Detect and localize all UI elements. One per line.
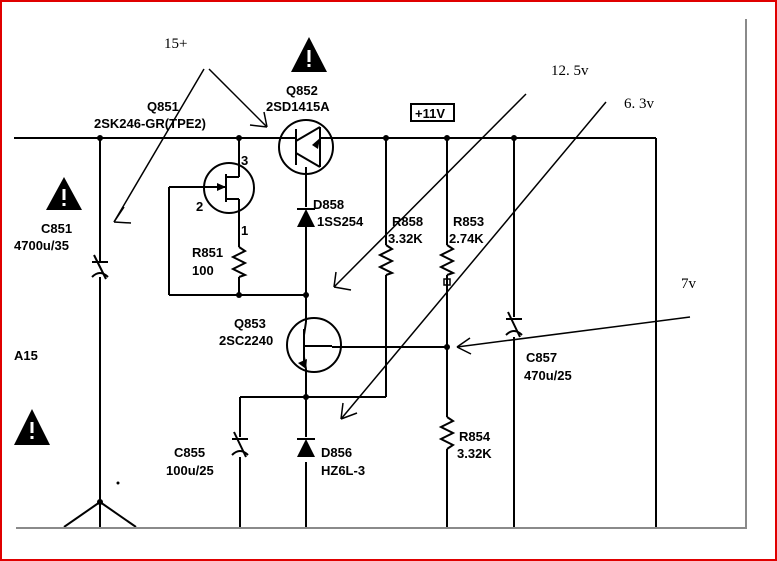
c851-value-label: 4700u/35	[14, 238, 69, 253]
q851-part-label: 2SK246-GR(TPE2)	[94, 116, 206, 131]
c855-value-label: 100u/25	[166, 463, 214, 478]
q852-arrow	[312, 138, 320, 149]
q851-pin2-label: 2	[196, 199, 203, 214]
q851-ref-label: Q851	[147, 99, 179, 114]
c857-value-label: 470u/25	[524, 368, 572, 383]
r858-resistor	[377, 244, 395, 276]
q853-transistor	[286, 317, 342, 373]
c855-capacitor	[231, 431, 249, 458]
r853-resistor	[438, 244, 456, 276]
annotation-12-5v: 12. 5v	[551, 63, 589, 79]
d856-part-label: HZ6L-3	[321, 463, 365, 478]
r858-value-label: 3.32K	[388, 231, 423, 246]
warning-triangle-icon	[46, 177, 82, 210]
q853-arrow	[298, 359, 307, 369]
q851-pin3-label: 3	[241, 153, 248, 168]
q851-pin1-label: 1	[241, 223, 248, 238]
ground-line-right	[99, 501, 137, 527]
warning-triangle-icon	[14, 409, 50, 445]
r858-ref-label: R858	[392, 214, 423, 229]
c851-capacitor	[91, 254, 109, 280]
r851-resistor	[230, 246, 248, 278]
c855-ref-label: C855	[174, 445, 205, 460]
q852-transistor	[278, 119, 334, 175]
annotation-6-3v: 6. 3v	[624, 96, 655, 112]
left-fragment-label: A15	[14, 348, 38, 363]
c857-ref-label: C857	[526, 350, 557, 365]
d856-ref-label: D856	[321, 445, 352, 460]
schematic-canvas: 15+ 12. 5v 6. 3v 7v Q851 2SK246-GR(TPE2)…	[14, 17, 745, 527]
r853-wiper-marker	[443, 278, 451, 286]
q853-part-label: 2SC2240	[219, 333, 273, 348]
r851-ref-label: R851	[192, 245, 223, 260]
r854-resistor	[438, 416, 456, 450]
d858-diode	[297, 209, 315, 227]
q851-jfet	[203, 162, 255, 214]
d858-part-label: 1SS254	[317, 214, 364, 229]
schematic-diagram: 15+ 12. 5v 6. 3v 7v Q851 2SK246-GR(TPE2)…	[14, 36, 697, 527]
q853-ref-label: Q853	[234, 316, 266, 331]
rail-label-box	[410, 103, 455, 122]
c851-ref-label: C851	[41, 221, 72, 236]
junction-dots	[97, 135, 517, 505]
r851-value-label: 100	[192, 263, 214, 278]
rail-voltage-label: +11V	[415, 106, 445, 121]
r853-value-label: 2.74K	[449, 231, 484, 246]
r854-value-label: 3.32K	[457, 446, 492, 461]
q852-part-label: 2SD1415A	[266, 99, 330, 114]
q852-ref-label: Q852	[286, 83, 318, 98]
warning-triangle-icon	[291, 37, 327, 72]
d856-diode	[297, 439, 315, 457]
annotation-15-plus: 15+	[164, 36, 187, 52]
q851-arrow	[217, 183, 226, 191]
annotation-arrows	[113, 68, 691, 420]
d858-ref-label: D858	[313, 197, 344, 212]
c857-capacitor	[505, 311, 523, 338]
annotation-7v: 7v	[681, 276, 697, 292]
r853-ref-label: R853	[453, 214, 484, 229]
r854-ref-label: R854	[459, 429, 491, 444]
ground-line-left	[63, 501, 101, 527]
